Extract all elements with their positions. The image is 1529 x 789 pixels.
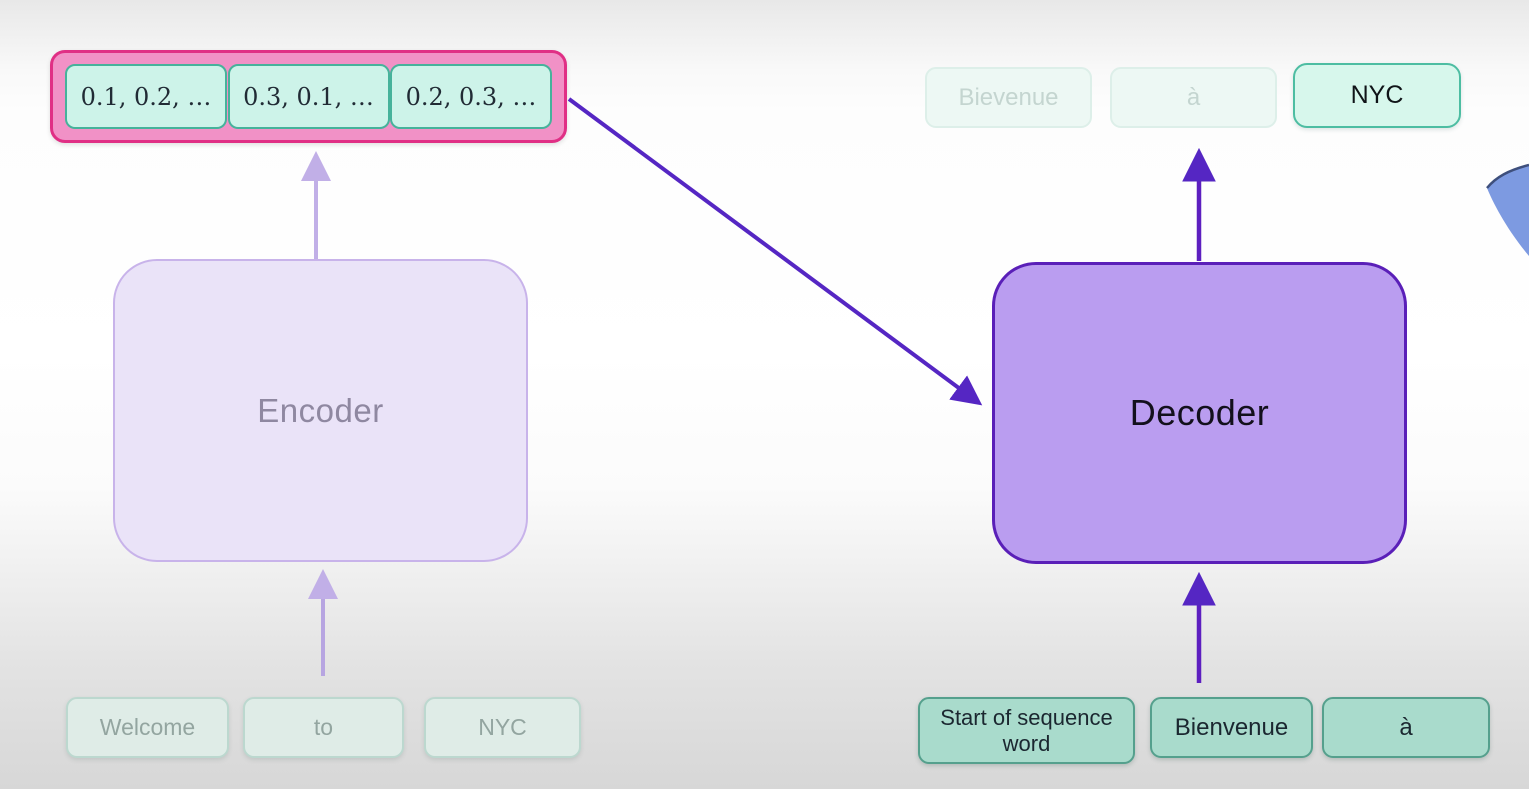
source-token-nyc: NYC bbox=[424, 697, 581, 758]
embedding-vector-3: 0.2, 0.3, … bbox=[390, 64, 552, 129]
source-token-to: to bbox=[243, 697, 404, 758]
cursor-pointer-outline bbox=[1486, 163, 1529, 189]
context-vectors-container: 0.1, 0.2, … 0.3, 0.1, … 0.2, 0.3, … bbox=[50, 50, 567, 143]
embedding-vector-2: 0.3, 0.1, … bbox=[227, 64, 390, 129]
output-token-bievenue: Bievenue bbox=[925, 67, 1092, 128]
arrow-vectors-to-decoder bbox=[567, 97, 983, 406]
encoder-block: Encoder bbox=[113, 259, 528, 562]
decoder-input-token-bienvenue: Bienvenue bbox=[1150, 697, 1313, 758]
decoder-block: Decoder bbox=[992, 262, 1407, 564]
embedding-vector-1: 0.1, 0.2, … bbox=[65, 64, 227, 129]
decoder-label: Decoder bbox=[1129, 392, 1270, 433]
source-token-welcome: Welcome bbox=[66, 697, 229, 758]
output-token-nyc: NYC bbox=[1293, 63, 1461, 128]
output-token-a: à bbox=[1110, 67, 1277, 128]
decoder-input-token-sos: Start of sequence word bbox=[918, 697, 1135, 764]
encoder-label: Encoder bbox=[257, 391, 384, 429]
decoder-input-token-a: à bbox=[1322, 697, 1490, 758]
cursor-pointer-shape bbox=[1487, 165, 1529, 256]
